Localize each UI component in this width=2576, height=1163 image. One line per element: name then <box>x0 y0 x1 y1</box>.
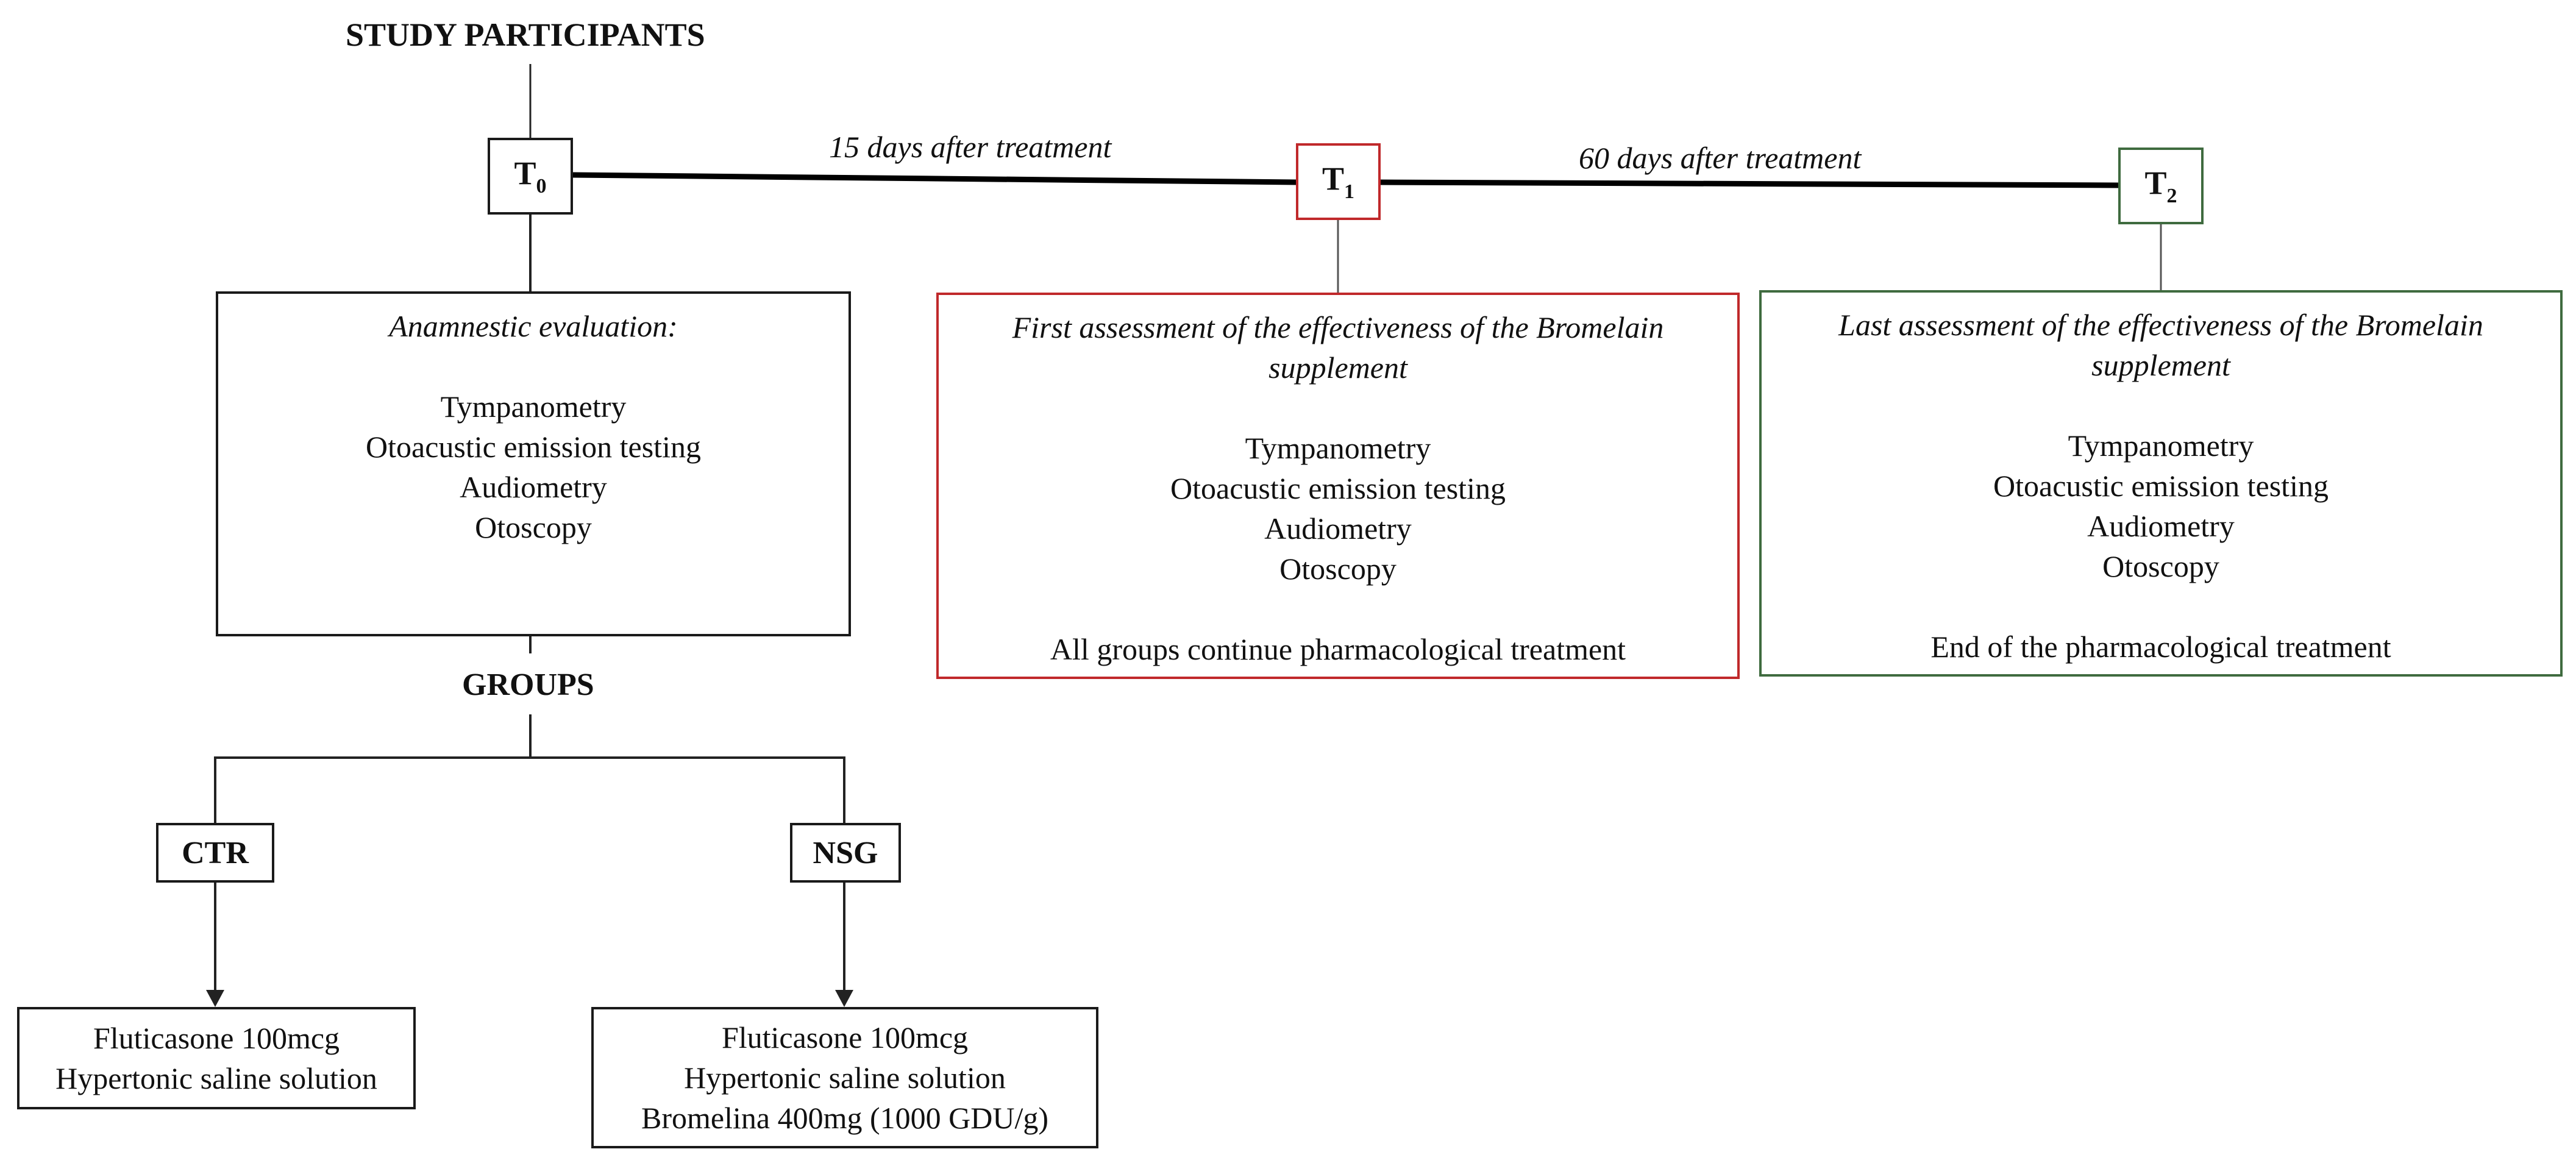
ctr-treatment-fluticasone: Fluticasone 100mcg <box>93 1021 340 1055</box>
t2-item-otoacustic-emission: Otoacustic emission testing <box>1993 469 2329 503</box>
ctr-treatment-saline: Hypertonic saline solution <box>55 1061 377 1095</box>
group-ctr-label: CTR <box>182 835 249 870</box>
t2-item-tympanometry: Tympanometry <box>2068 429 2254 463</box>
ctr-treatment-box: Fluticasone 100mcg Hypertonic saline sol… <box>17 1007 416 1109</box>
ctr-arrowhead <box>206 990 224 1007</box>
timepoint-t0: T0 <box>488 138 573 215</box>
t1-note: All groups continue pharmacological trea… <box>1050 632 1626 666</box>
first-assessment-heading-line1: First assessment of the effectiveness of… <box>1012 310 1664 344</box>
last-assessment-heading-line1: Last assessment of the effectiveness of … <box>1838 308 2483 342</box>
group-nsg: NSG <box>790 823 901 883</box>
timepoint-t2-label: T2 <box>2144 165 2177 207</box>
t2-item-otoscopy: Otoscopy <box>2102 549 2219 583</box>
first-assessment-heading-line2: supplement <box>1268 350 1407 385</box>
nsg-treatment-bromelina: Bromelina 400mg (1000 GDU/g) <box>641 1101 1048 1135</box>
last-assessment-box: Last assessment of the effectiveness of … <box>1759 290 2563 677</box>
t0-item-audiometry: Audiometry <box>460 470 607 504</box>
nsg-treatment-box: Fluticasone 100mcg Hypertonic saline sol… <box>591 1007 1098 1148</box>
timeline-t0-t1 <box>572 172 1298 185</box>
timepoint-t1-label: T1 <box>1322 160 1355 203</box>
t0-item-otoscopy: Otoscopy <box>475 510 592 544</box>
interval-label-60-days: 60 days after treatment <box>1579 141 1862 175</box>
anamnestic-evaluation-box: Anamnestic evaluation: Tympanometry Otoa… <box>216 291 851 636</box>
group-ctr: CTR <box>156 823 274 883</box>
t1-item-otoacustic-emission: Otoacustic emission testing <box>1170 471 1506 505</box>
t2-note: End of the pharmacological treatment <box>1930 630 2391 664</box>
interval-label-15-days: 15 days after treatment <box>829 130 1112 164</box>
groups-label: GROUPS <box>462 667 594 702</box>
timepoint-t1: T1 <box>1296 143 1381 220</box>
anamnestic-evaluation-heading: Anamnestic evaluation: <box>389 309 678 343</box>
t1-item-otoscopy: Otoscopy <box>1279 552 1397 586</box>
nsg-treatment-saline: Hypertonic saline solution <box>684 1061 1006 1095</box>
last-assessment-heading-line2: supplement <box>2091 348 2230 382</box>
nsg-arrowhead <box>835 990 853 1007</box>
study-participants-title: STUDY PARTICIPANTS <box>346 16 705 53</box>
group-nsg-label: NSG <box>813 835 878 870</box>
timepoint-t2: T2 <box>2118 148 2204 224</box>
timepoint-t0-label: T0 <box>514 155 547 197</box>
t2-item-audiometry: Audiometry <box>2087 509 2235 543</box>
nsg-treatment-fluticasone: Fluticasone 100mcg <box>721 1020 969 1055</box>
t1-item-audiometry: Audiometry <box>1264 511 1412 546</box>
t0-item-otoacustic-emission: Otoacustic emission testing <box>366 430 701 464</box>
first-assessment-box: First assessment of the effectiveness of… <box>936 293 1740 679</box>
t1-item-tympanometry: Tympanometry <box>1245 431 1431 465</box>
t0-item-tympanometry: Tympanometry <box>440 389 627 424</box>
timeline-t1-t2 <box>1379 179 2120 188</box>
